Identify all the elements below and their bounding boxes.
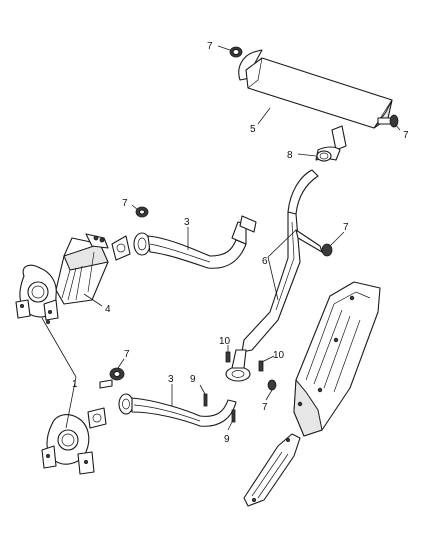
- exhaust-manifold-upper: [15, 264, 59, 324]
- front-pipe-upper: [111, 215, 257, 269]
- callout-7-lower-right: 7: [262, 402, 268, 413]
- callout-1: 1: [72, 379, 78, 390]
- heat-shield-small: [243, 433, 301, 507]
- rubber-isolator-right: [389, 114, 399, 128]
- callout-6: 6: [262, 256, 268, 267]
- callout-labels: 7 5 7 8 7 3 7 6 4 10 10 7 1 3 9 7 9: [72, 41, 409, 445]
- heat-shield-large: [293, 281, 381, 437]
- bolt-lower: [258, 360, 264, 372]
- callout-9-lower: 9: [224, 434, 230, 445]
- muffler-assembly: [238, 49, 397, 161]
- callout-3-upper: 3: [184, 217, 190, 228]
- callout-7-top: 7: [207, 41, 213, 52]
- stud-lower: [231, 409, 236, 423]
- stud-upper: [203, 393, 208, 407]
- callout-7-mid-right: 7: [343, 222, 349, 233]
- leader-lines: [41, 45, 401, 431]
- exhaust-manifold-lower: [41, 414, 95, 475]
- rubber-isolator-top: [229, 46, 243, 58]
- callout-5: 5: [250, 124, 256, 135]
- intermediate-pipe: [225, 169, 323, 382]
- nut-lower: [267, 379, 277, 391]
- callout-9-upper: 9: [190, 374, 196, 385]
- rubber-isolator-upper-left: [135, 206, 149, 218]
- callout-10-upper: 10: [219, 336, 231, 347]
- callout-7-lower-left: 7: [124, 349, 130, 360]
- callout-3-lower: 3: [168, 374, 174, 385]
- callout-8: 8: [287, 150, 293, 161]
- callout-10-lower: 10: [273, 350, 285, 361]
- bolt-upper: [225, 351, 231, 363]
- rubber-isolator-mid: [321, 243, 333, 257]
- catalytic-converter: [55, 233, 109, 305]
- front-pipe-lower: [99, 367, 237, 427]
- callout-4: 4: [105, 304, 111, 315]
- callout-7-upper-left: 7: [122, 198, 128, 209]
- callout-7-right: 7: [403, 130, 409, 141]
- exhaust-clamp: [316, 150, 332, 162]
- gasket-lower: [87, 407, 107, 429]
